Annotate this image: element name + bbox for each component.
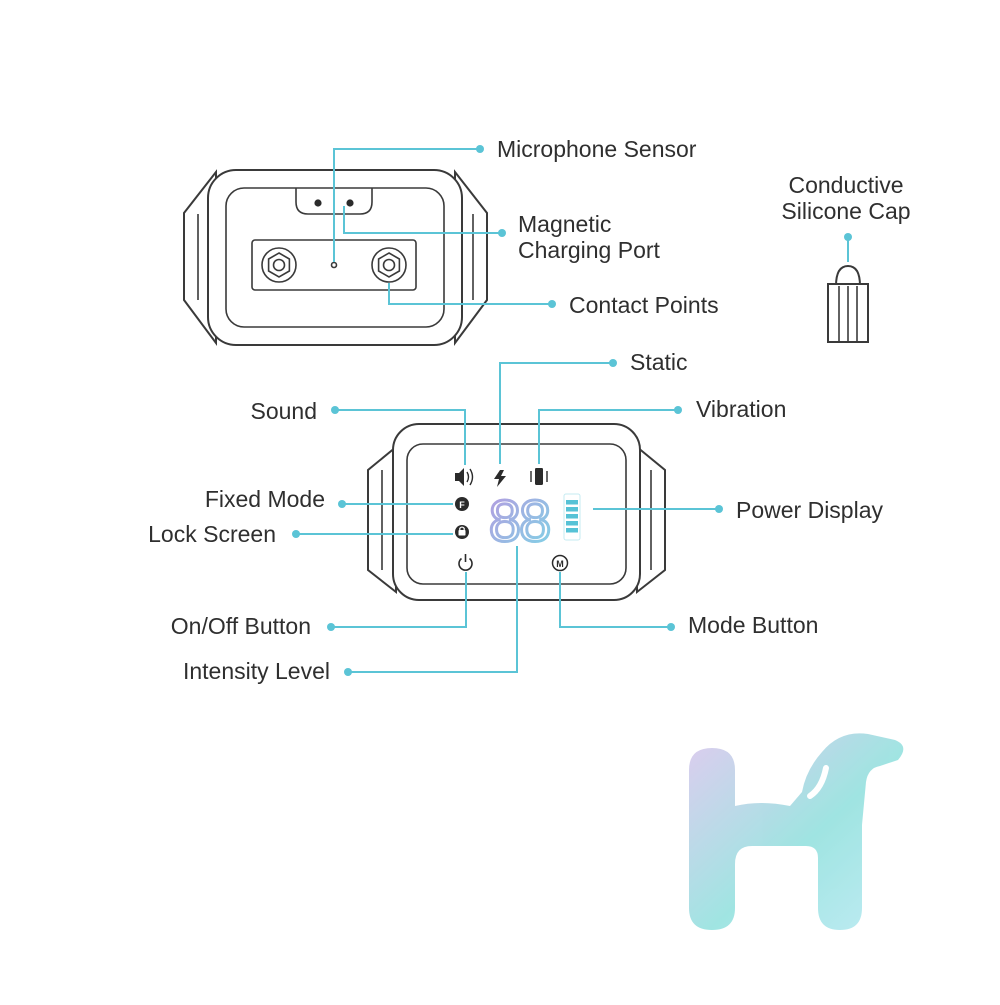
silicone-cap [827, 264, 869, 343]
leader-lock-screen [292, 530, 453, 538]
label-conductive: Conductive [788, 172, 903, 198]
label-silicone-cap: Silicone Cap [781, 198, 910, 224]
intensity-digits: 88 [489, 489, 550, 554]
digit-display: 88 [487, 488, 553, 556]
leader-contact-points [388, 283, 556, 308]
label-microphone-sensor: Microphone Sensor [497, 136, 697, 162]
label-intensity-level: Intensity Level [183, 658, 330, 684]
contact-point-right [371, 247, 407, 283]
leader-microphone-sensor [333, 145, 484, 262]
receiver-front-view [367, 423, 666, 601]
label-power-display: Power Display [736, 497, 883, 523]
contact-point-left [261, 247, 297, 283]
fixed-mode-glyph: F [459, 500, 465, 510]
mode-icon[interactable]: M [551, 554, 569, 572]
leader-mode-button [559, 572, 675, 631]
leader-static [499, 359, 617, 464]
leader-on-off-button [327, 572, 467, 631]
vibration-icon [530, 468, 548, 485]
label-magnetic: Magnetic [518, 211, 611, 237]
label-sound: Sound [250, 398, 317, 424]
leader-sound [331, 406, 466, 465]
fixed-mode-icon: F [455, 497, 469, 511]
label-vibration: Vibration [696, 396, 786, 422]
label-lock-screen: Lock Screen [148, 521, 276, 547]
leader-silicone-cap [844, 233, 852, 262]
leader-fixed-mode [338, 500, 453, 508]
lock-screen-icon [455, 525, 469, 539]
logo-mark [689, 733, 904, 930]
power-icon[interactable] [458, 554, 473, 571]
leader-intensity-level [344, 546, 518, 676]
battery-icon [563, 493, 581, 541]
receiver-back-view [183, 169, 488, 347]
label-on-off-button: On/Off Button [171, 613, 311, 639]
lightning-icon [494, 470, 506, 487]
label-contact-points: Contact Points [569, 292, 719, 318]
speaker-icon [455, 468, 474, 486]
leader-power-display [593, 505, 723, 513]
leader-magnetic-charging-port [343, 206, 506, 237]
label-fixed-mode: Fixed Mode [205, 486, 325, 512]
leader-vibration [538, 406, 682, 464]
mode-button-glyph: M [556, 559, 564, 569]
label-static: Static [630, 349, 688, 375]
label-charging-port: Charging Port [518, 237, 661, 263]
label-mode-button: Mode Button [688, 612, 818, 638]
